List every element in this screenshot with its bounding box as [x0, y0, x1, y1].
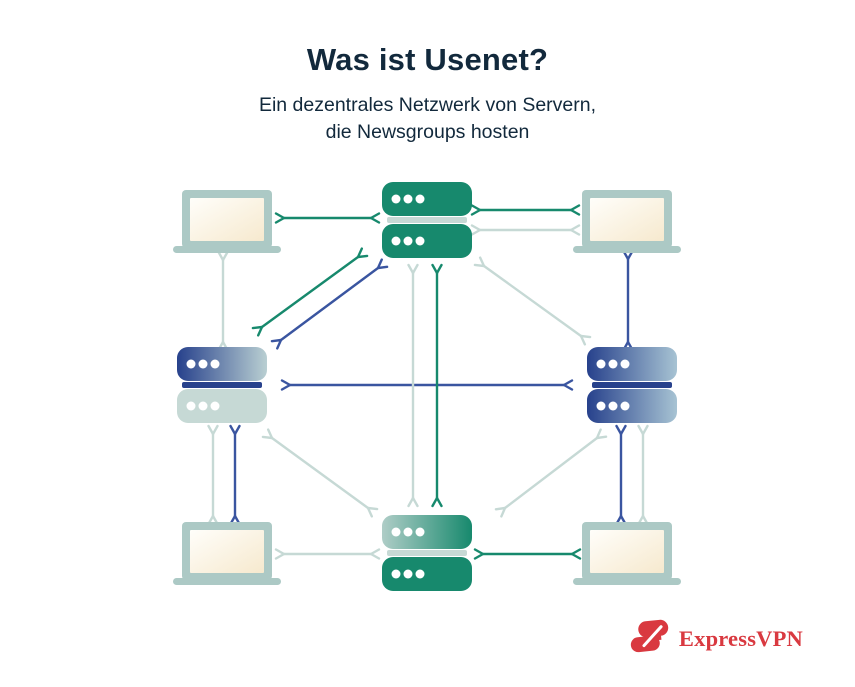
- server-right: [587, 347, 677, 423]
- server-left: [177, 347, 267, 423]
- page-title: Was ist Usenet?: [306, 42, 549, 77]
- laptop-bottom-right: [573, 522, 681, 585]
- laptop-top-right: [573, 190, 681, 253]
- arrow-server-left-to-server-bottom: [261, 428, 379, 518]
- laptop-bottom-left: [173, 522, 281, 585]
- arrow-server-left-to-server-top: [270, 258, 389, 350]
- subtitle-line-1: Ein dezentrales Netzwerk von Servern,: [258, 94, 597, 116]
- server-top: [382, 182, 472, 258]
- arrow-server-bottom-to-server-right: [494, 428, 608, 518]
- brand-footer: ExpressVPN: [629, 618, 803, 660]
- expressvpn-logo-icon: [629, 618, 670, 660]
- brand-name: ExpressVPN: [678, 626, 803, 651]
- server-bottom: [382, 515, 472, 591]
- subtitle-line-2: die Newsgroups hosten: [325, 121, 530, 143]
- arrow-server-left-to-server-top: [251, 247, 369, 337]
- page-subtitle: Ein dezentrales Netzwerk von Servern, die…: [0, 92, 855, 146]
- arrow-server-top-to-server-right: [473, 256, 592, 346]
- laptop-top-left: [173, 190, 281, 253]
